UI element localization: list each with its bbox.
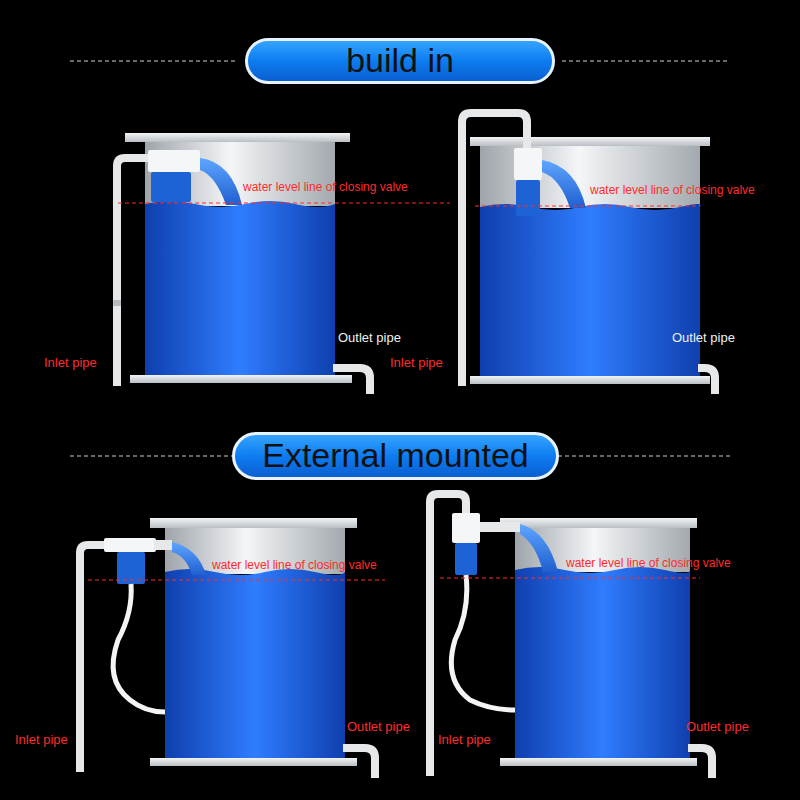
pipe-label: Outlet pipe [338, 331, 401, 346]
water-level-label: water level line of closing valve [212, 559, 377, 573]
water-level-label: water level line of closing valve [243, 181, 408, 195]
banner-title: External mounted [262, 437, 529, 474]
banner-title: build in [346, 42, 454, 79]
section-banner: External mounted [232, 432, 559, 480]
pipe-label: Outlet pipe [672, 331, 735, 346]
pipe-label: Inlet pipe [15, 733, 68, 748]
pipe-label: Outlet pipe [686, 720, 749, 735]
divider-lines [70, 61, 730, 456]
pipe-label: Outlet pipe [347, 720, 410, 735]
pipe-label: Inlet pipe [438, 733, 491, 748]
section-banner: build in [245, 38, 555, 84]
pipe-label: Inlet pipe [390, 356, 443, 371]
tank-panel-4 [430, 494, 712, 778]
tank-panel-1 [113, 133, 450, 394]
water-level-label: water level line of closing valve [590, 184, 755, 198]
tank-panel-3 [80, 518, 385, 778]
tank-panel-2 [462, 113, 715, 394]
pipe-label: Inlet pipe [44, 356, 97, 371]
water-level-label: water level line of closing valve [566, 557, 731, 571]
